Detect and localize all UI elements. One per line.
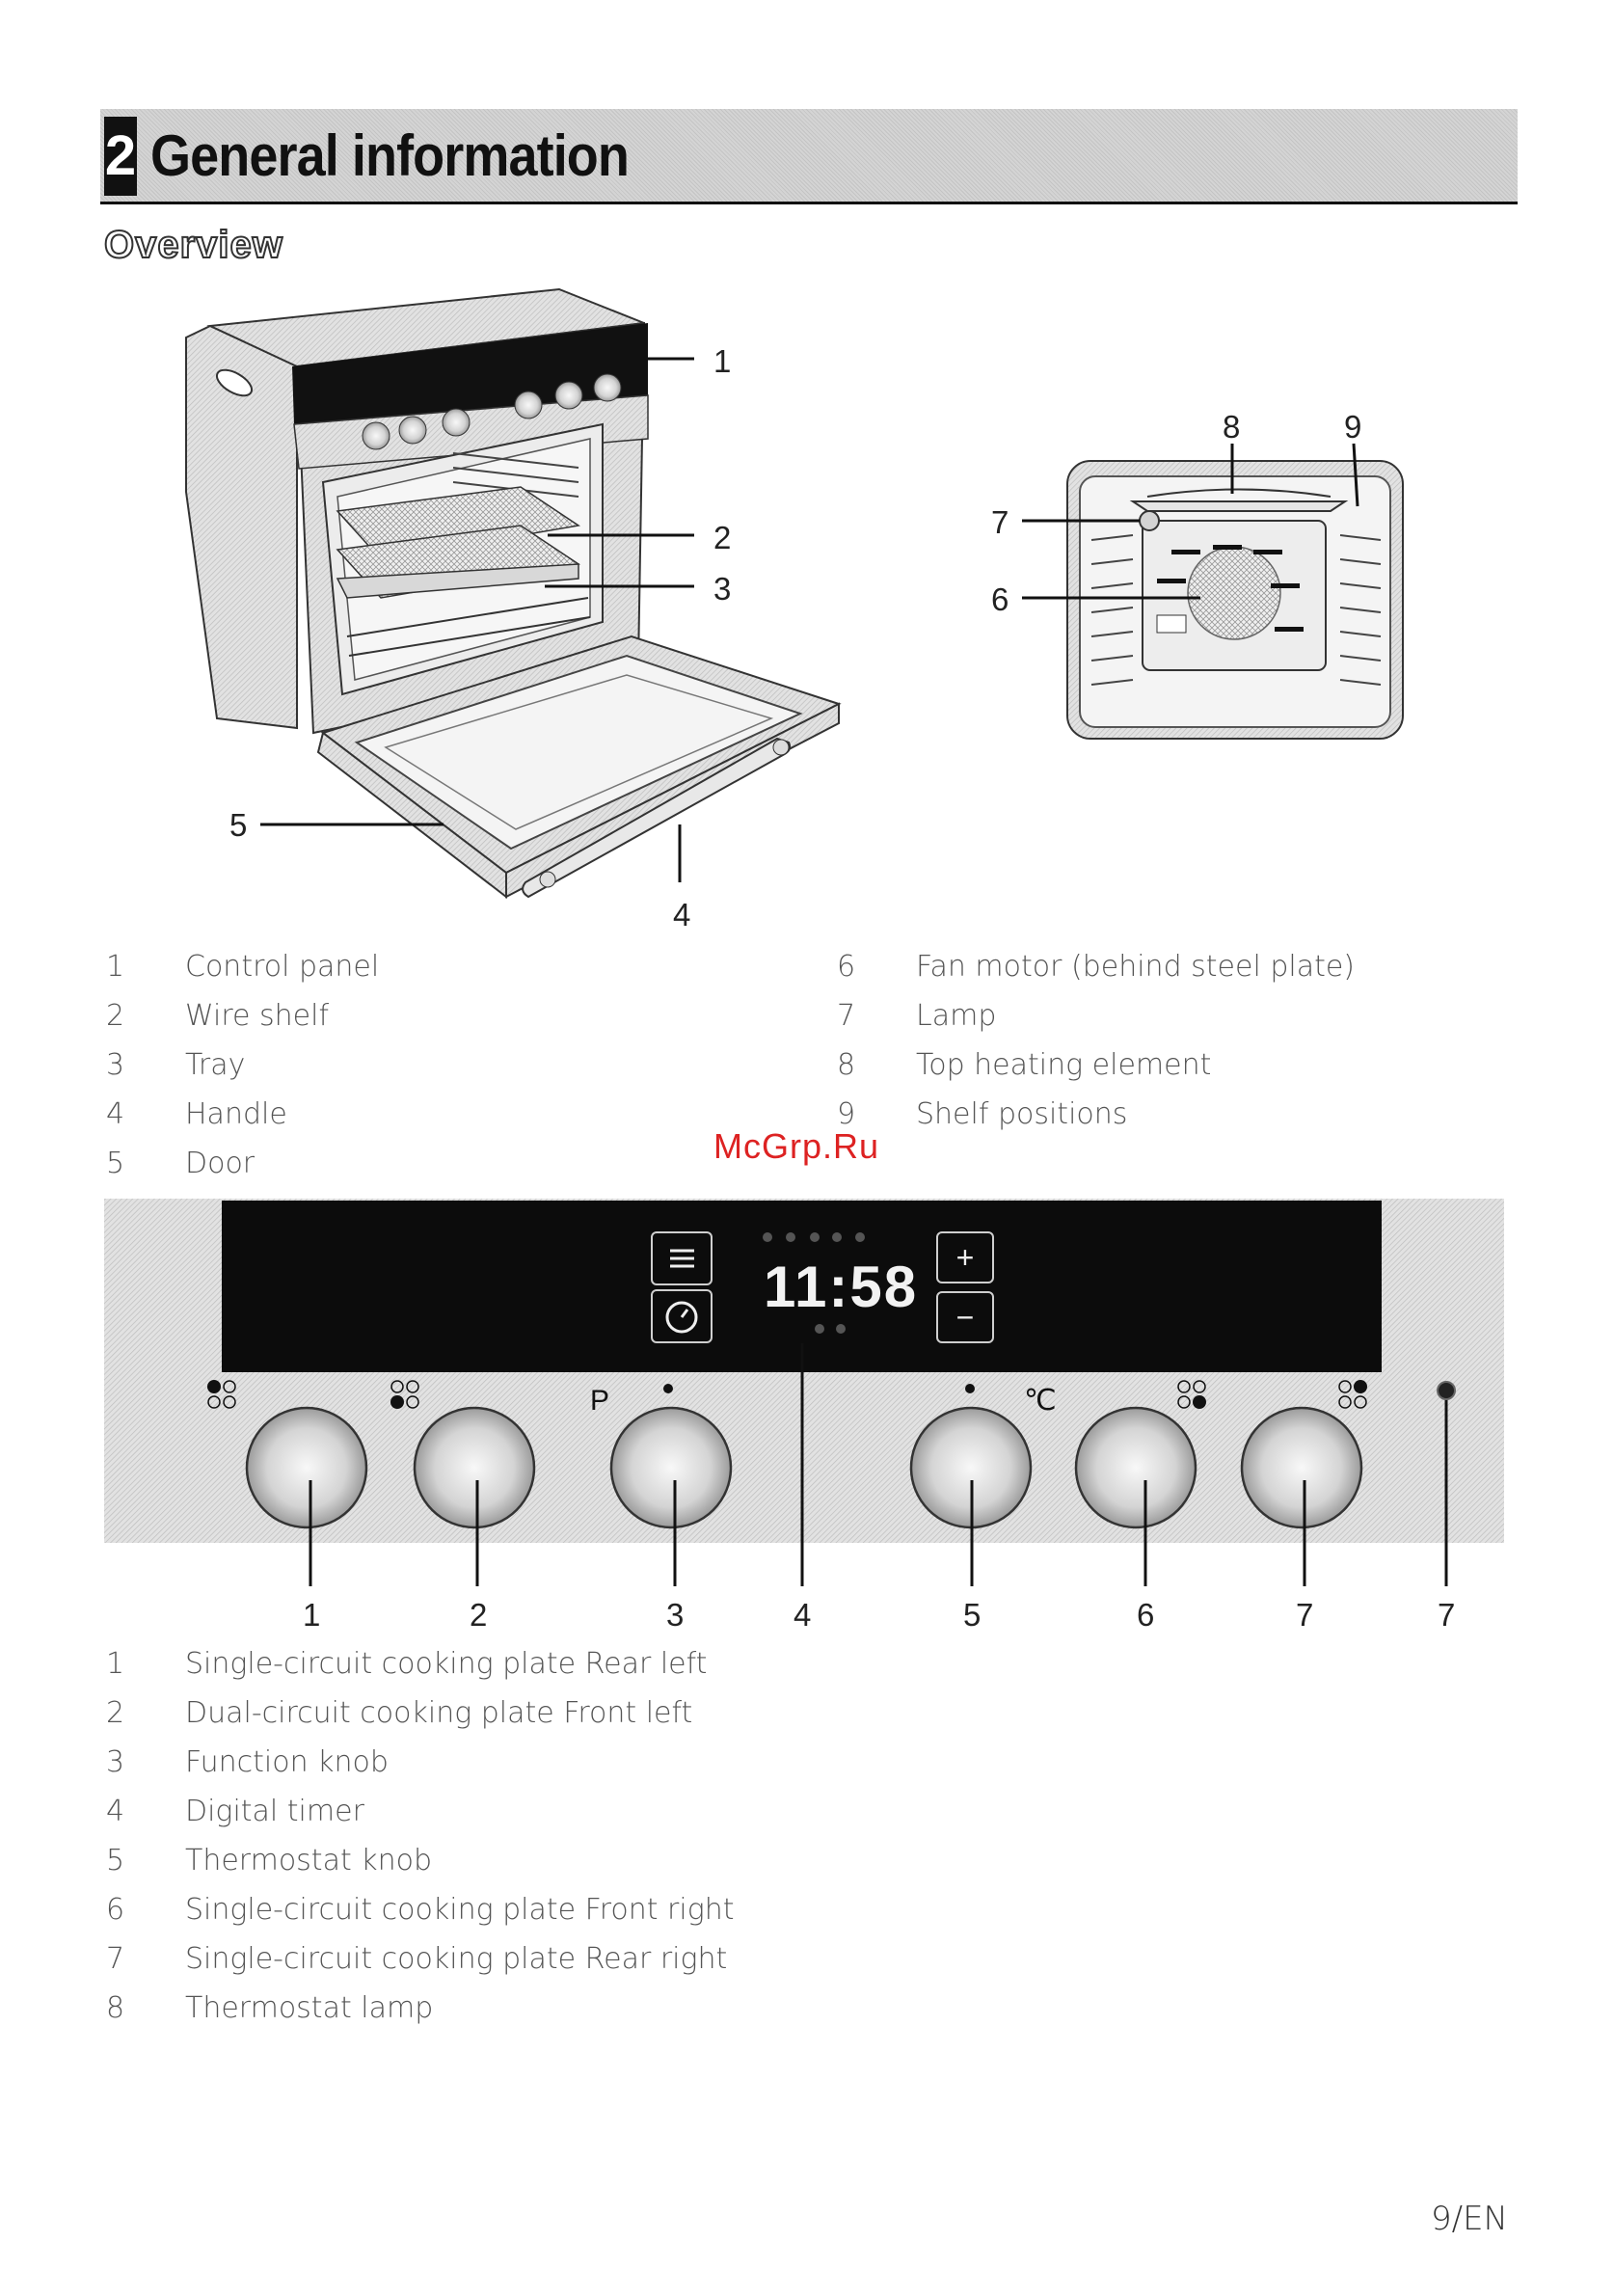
oven-leaders: [260, 357, 694, 882]
knob-markers: [207, 1380, 1367, 1409]
program-symbol: P: [590, 1385, 609, 1417]
cavity-callout-9: 9: [1344, 409, 1361, 445]
minus-icon: −: [956, 1300, 975, 1335]
panel-knobs: [245, 1406, 1363, 1529]
cavity-illustration: [1066, 460, 1404, 740]
clock-icon: [665, 1301, 698, 1334]
page-number: 9/EN: [1430, 2200, 1508, 2238]
celsius-symbol: ℃: [1024, 1385, 1057, 1417]
thermostat-lamp: [1437, 1381, 1456, 1400]
plus-button[interactable]: [936, 1231, 994, 1283]
cavity-callout-7: 7: [991, 504, 1009, 540]
panel-callout-6: 6: [1137, 1597, 1154, 1633]
menu-icon: [670, 1249, 694, 1268]
panel-callout-5: 5: [963, 1597, 981, 1633]
chapter-title: General information: [150, 123, 630, 188]
cavity-callout-8: 8: [1223, 409, 1240, 445]
oven-callout-1: 1: [713, 343, 731, 379]
cavity-leaders: [1022, 443, 1359, 600]
menu-button[interactable]: [651, 1231, 713, 1285]
clock-button[interactable]: [651, 1289, 713, 1343]
oven-callout-5: 5: [229, 807, 247, 843]
knob-6[interactable]: [1074, 1406, 1197, 1529]
panel-callout-1: 1: [303, 1597, 320, 1633]
knob-7[interactable]: [1240, 1406, 1363, 1529]
timer-indicator-icons: [763, 1232, 865, 1334]
overview-illustrations: 1 2 3 4 5: [104, 287, 1504, 1633]
panel-callout-7a: 7: [1296, 1597, 1313, 1633]
chapter-header: 2 General information: [100, 109, 1518, 204]
oven-callout-4: 4: [673, 897, 690, 932]
control-panel-illustration: + − 11:58 P ℃: [104, 1199, 1504, 1586]
panel-callout-4: 4: [794, 1597, 811, 1633]
panel-callout-7b: 7: [1438, 1597, 1455, 1633]
knob-3[interactable]: [609, 1406, 733, 1529]
oven-illustration: [185, 287, 842, 900]
oven-callout-3: 3: [713, 571, 731, 607]
oven-callout-2: 2: [713, 520, 731, 555]
minus-button[interactable]: [936, 1291, 994, 1343]
timer-display: 11:58: [764, 1255, 918, 1319]
section-title: Overview: [103, 223, 283, 267]
cavity-callout-6: 6: [991, 581, 1009, 617]
chapter-number: 2: [104, 117, 137, 196]
panel-callout-3: 3: [666, 1597, 684, 1633]
plus-icon: +: [956, 1240, 975, 1275]
knob-1[interactable]: [245, 1406, 368, 1529]
oven-knobs: [362, 373, 622, 450]
panel-callout-2: 2: [470, 1597, 487, 1633]
watermark: McGrp.Ru: [713, 1126, 880, 1166]
knob-2[interactable]: [413, 1406, 536, 1529]
